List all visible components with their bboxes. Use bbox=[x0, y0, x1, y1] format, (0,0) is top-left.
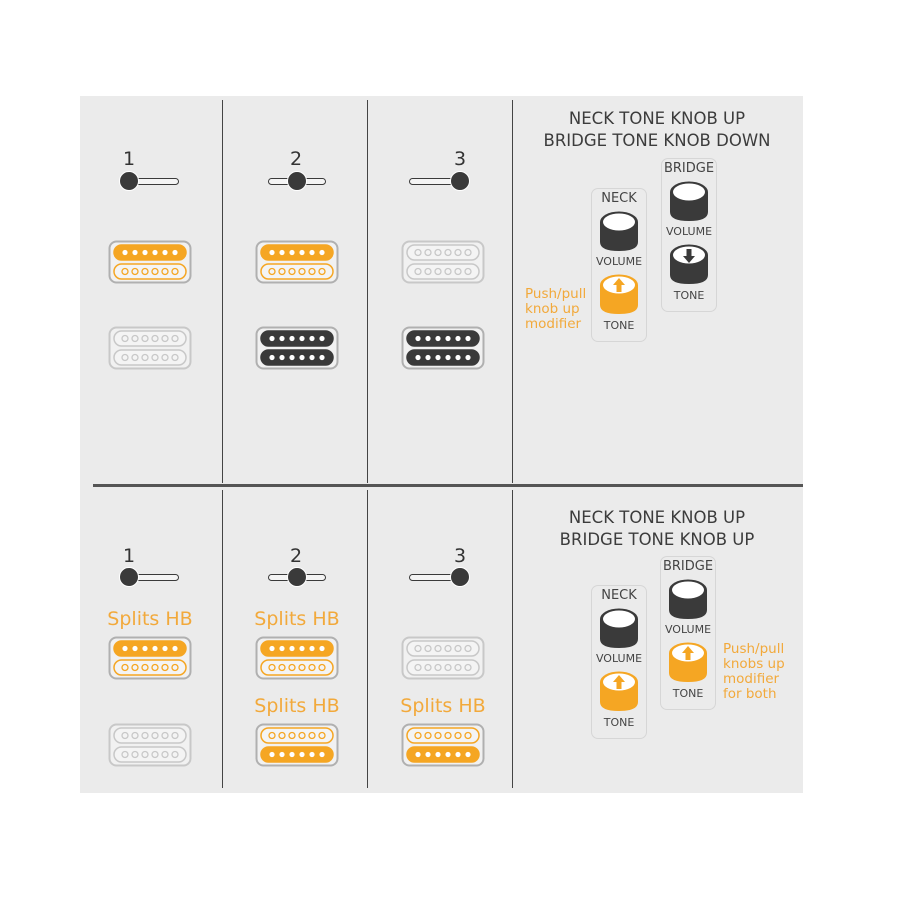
bridge-tone-label: TONE bbox=[672, 687, 704, 700]
divider bbox=[512, 100, 513, 483]
divider bbox=[367, 490, 368, 788]
neck-humbucker-icon bbox=[255, 636, 339, 680]
neck-volume-knob-icon bbox=[597, 607, 641, 653]
note-line: knob up bbox=[525, 301, 580, 317]
bridge-split-label: Splits HB bbox=[254, 695, 340, 717]
neck-label: NECK bbox=[601, 191, 637, 206]
divider bbox=[222, 100, 223, 483]
bridge-humbucker-icon bbox=[108, 723, 192, 767]
neck-humbucker-icon bbox=[108, 636, 192, 680]
bridge-humbucker-icon bbox=[401, 326, 485, 370]
note-line: Push/pull bbox=[723, 641, 785, 657]
row-divider bbox=[93, 484, 803, 487]
mode-title-line2: BRIDGE TONE KNOB UP bbox=[559, 530, 755, 549]
switch-position-number: 3 bbox=[453, 545, 467, 567]
neck-controls-box bbox=[591, 585, 647, 739]
switch-knob-icon bbox=[287, 567, 307, 587]
note-line: Push/pull bbox=[525, 286, 587, 302]
bridge-volume-knob-icon bbox=[666, 578, 710, 624]
switch-position-number: 2 bbox=[289, 148, 303, 170]
neck-controls-box bbox=[591, 188, 647, 342]
bridge-humbucker-icon bbox=[255, 326, 339, 370]
neck-volume-label: VOLUME bbox=[595, 255, 643, 268]
bridge-tone-knob-down-icon bbox=[667, 243, 711, 289]
bridge-split-label: Splits HB bbox=[400, 695, 486, 717]
switch-knob-icon bbox=[450, 171, 470, 191]
bridge-label: BRIDGE bbox=[663, 161, 715, 176]
neck-humbucker-icon bbox=[401, 240, 485, 284]
note-line: for both bbox=[723, 686, 777, 702]
neck-humbucker-icon bbox=[255, 240, 339, 284]
neck-label: NECK bbox=[601, 588, 637, 603]
switch-position-number: 1 bbox=[122, 148, 136, 170]
neck-volume-label: VOLUME bbox=[595, 652, 643, 665]
switch-knob-icon bbox=[287, 171, 307, 191]
divider bbox=[367, 100, 368, 483]
neck-tone-knob-up-icon bbox=[597, 273, 641, 319]
bridge-humbucker-icon bbox=[108, 326, 192, 370]
mode-title-line1: NECK TONE KNOB UP bbox=[568, 109, 746, 128]
divider bbox=[512, 490, 513, 788]
note-line: modifier bbox=[525, 316, 582, 332]
neck-split-label: Splits HB bbox=[254, 608, 340, 630]
bridge-controls-box bbox=[660, 556, 716, 710]
note-line: knobs up bbox=[723, 656, 785, 672]
neck-split-label: Splits HB bbox=[107, 608, 193, 630]
switch-position-number: 2 bbox=[289, 545, 303, 567]
mode-title-line1: NECK TONE KNOB UP bbox=[568, 508, 746, 527]
bridge-tone-knob-up-icon bbox=[666, 641, 710, 687]
bridge-label: BRIDGE bbox=[662, 559, 714, 574]
mode-title-line2: BRIDGE TONE KNOB DOWN bbox=[543, 131, 771, 150]
switch-position-number: 1 bbox=[122, 545, 136, 567]
neck-tone-knob-up-icon bbox=[597, 670, 641, 716]
bridge-humbucker-icon bbox=[401, 723, 485, 767]
neck-humbucker-icon bbox=[401, 636, 485, 680]
bridge-controls-box bbox=[661, 158, 717, 312]
switch-knob-icon bbox=[450, 567, 470, 587]
note-line: modifier bbox=[723, 671, 780, 687]
bridge-volume-label: VOLUME bbox=[665, 225, 713, 238]
bridge-humbucker-icon bbox=[255, 723, 339, 767]
neck-tone-label: TONE bbox=[603, 716, 635, 729]
neck-tone-label: TONE bbox=[603, 319, 635, 332]
neck-humbucker-icon bbox=[108, 240, 192, 284]
switch-position-number: 3 bbox=[453, 148, 467, 170]
bridge-volume-knob-icon bbox=[667, 180, 711, 226]
divider bbox=[222, 490, 223, 788]
switch-knob-icon bbox=[119, 171, 139, 191]
bridge-volume-label: VOLUME bbox=[664, 623, 712, 636]
switch-knob-icon bbox=[119, 567, 139, 587]
neck-volume-knob-icon bbox=[597, 210, 641, 256]
bridge-tone-label: TONE bbox=[673, 289, 705, 302]
